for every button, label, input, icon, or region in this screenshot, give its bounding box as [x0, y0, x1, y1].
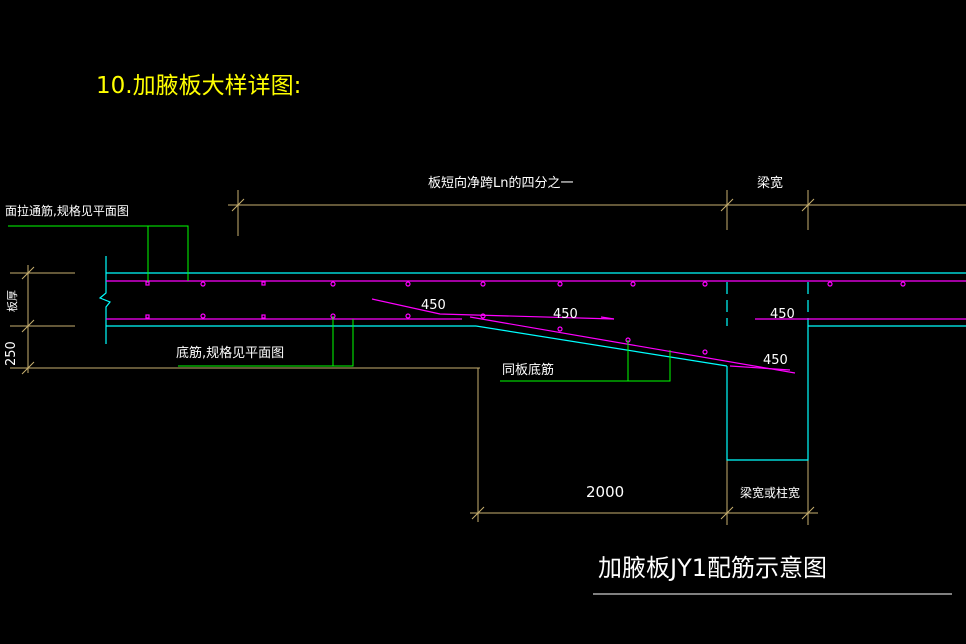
lap-label-3: 450	[770, 307, 795, 322]
lap-label-1: 450	[421, 298, 446, 313]
lap-label-2: 450	[553, 307, 578, 322]
drawing-caption: 加腋板JY1配筋示意图	[598, 554, 827, 582]
haunch-length-label: 2000	[586, 483, 624, 501]
slab-thickness-label: 板厚	[5, 290, 19, 312]
drawing-title: 10.加腋板大样详图:	[96, 73, 301, 99]
rebar-lines	[106, 280, 966, 374]
beam-width-label: 梁宽	[757, 175, 783, 191]
lap-label-4: 450	[763, 353, 788, 368]
dimension-lines	[10, 190, 966, 525]
concrete-outline	[98, 256, 966, 461]
beam-or-column-width-label: 梁宽或柱宽	[740, 485, 800, 500]
top-rebar-note: 面拉通筋,规格见平面图	[5, 203, 129, 218]
bottom-rebar-note: 底筋,规格见平面图	[176, 345, 284, 361]
haunch-depth-label: 250	[4, 341, 19, 366]
same-bottom-rebar-note: 同板底筋	[502, 362, 554, 378]
quarter-span-label: 板短向净跨Ln的四分之一	[428, 175, 573, 191]
leader-lines	[8, 225, 671, 382]
